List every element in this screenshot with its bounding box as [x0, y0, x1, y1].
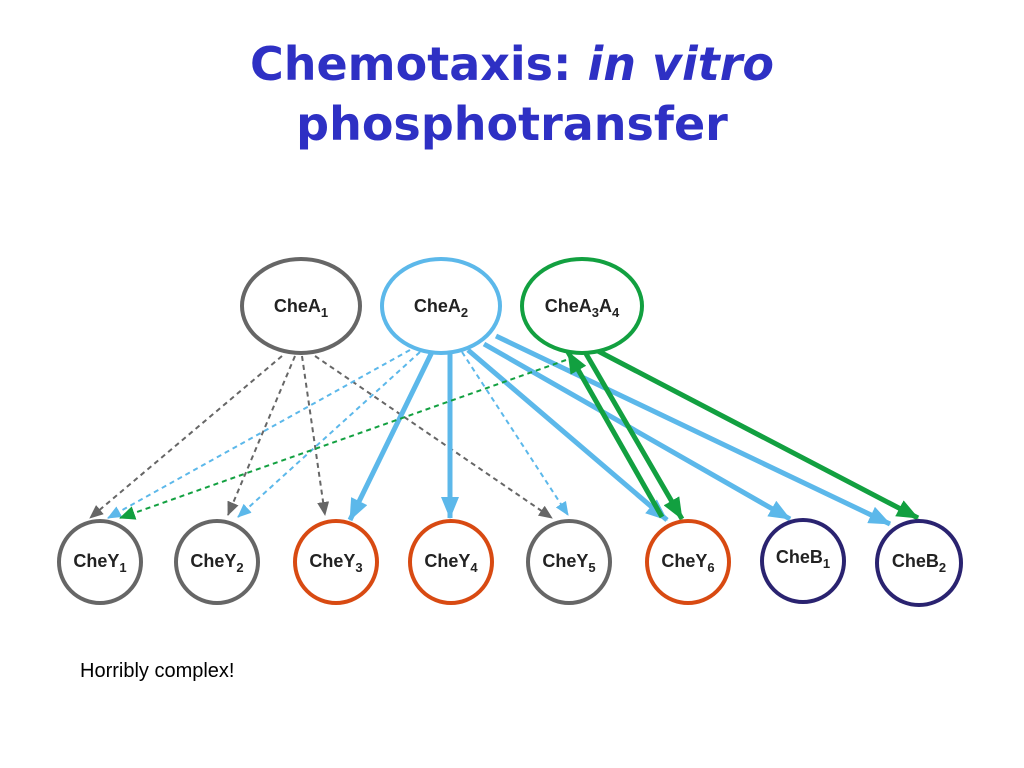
node-chey1-label: CheY [73, 551, 119, 571]
edge-chea1-chey3 [301, 355, 330, 516]
edge-chea3a4-cheb2 [594, 347, 920, 521]
node-chey5-label: CheY [542, 551, 588, 571]
node-chea3a4-sub: 3 [592, 305, 599, 320]
node-chey2-label: CheY [190, 551, 236, 571]
node-chey1-sub: 1 [119, 560, 126, 575]
node-chey5-sub: 5 [588, 560, 595, 575]
node-chey3-label: CheY [309, 551, 355, 571]
chea2-solid-edges [347, 333, 892, 527]
slide-title: Chemotaxis: in vitro phosphotransfer [0, 34, 1024, 154]
svg-text:CheY1: CheY1 [73, 551, 126, 575]
chea2-dashed-edges [107, 349, 569, 519]
svg-text:CheY6: CheY6 [661, 551, 714, 575]
node-chea2: CheA2 [380, 257, 502, 355]
node-cheb1-sub: 1 [823, 556, 830, 571]
svg-text:CheA3A4: CheA3A4 [545, 296, 620, 320]
node-chey6-label: CheY [661, 551, 707, 571]
edge-chea1-chey1 [89, 355, 283, 519]
node-chey2: CheY2 [174, 519, 260, 605]
svg-text:CheB2: CheB2 [892, 551, 946, 575]
edge-chea2-chey2 [237, 351, 421, 518]
node-chey4: CheY4 [408, 519, 494, 605]
edge-chea2-cheb2 [494, 333, 892, 527]
title-line-2: phosphotransfer [296, 97, 728, 151]
node-chea1-label: CheA [274, 296, 321, 316]
node-cheb2: CheB2 [875, 519, 963, 607]
node-cheb2-sub: 2 [939, 560, 946, 575]
node-chey4-sub: 4 [470, 560, 478, 575]
title-italic: in vitro [587, 37, 775, 91]
node-chea1-sub: 1 [321, 305, 328, 320]
svg-text:CheA1: CheA1 [274, 296, 328, 320]
node-chey4-label: CheY [424, 551, 470, 571]
svg-text:CheB1: CheB1 [776, 547, 830, 571]
node-chea3a4-label: CheA [545, 296, 592, 316]
node-cheb2-label: CheB [892, 551, 939, 571]
node-chea3a4-sub2: 4 [612, 305, 620, 320]
edge-chea3a4-chey6 [582, 350, 685, 521]
title-line-1: Chemotaxis: in vitro [0, 34, 1024, 94]
node-chey6: CheY6 [645, 519, 731, 605]
chea1-edges [89, 355, 553, 519]
edge-chea1-chey5 [314, 355, 553, 519]
svg-text:CheY3: CheY3 [309, 551, 362, 575]
edge-chea2-chey1 [107, 349, 411, 519]
edge-chea2-chey6 [466, 348, 669, 522]
node-chey3: CheY3 [293, 519, 379, 605]
edge-chey6-chea3a4 [565, 350, 665, 519]
edge-chea2-cheb1 [482, 341, 792, 522]
node-chea3a4: CheA3A4 [520, 257, 644, 355]
node-chey5: CheY5 [526, 519, 612, 605]
node-chea2-label: CheA [414, 296, 461, 316]
svg-text:CheY5: CheY5 [542, 551, 595, 575]
edge-chea3a4-chey1 [119, 359, 567, 520]
edge-chea1-chey2 [227, 355, 296, 516]
svg-text:CheY2: CheY2 [190, 551, 243, 575]
node-chey1: CheY1 [57, 519, 143, 605]
svg-text:CheA2: CheA2 [414, 296, 468, 320]
node-chey3-sub: 3 [355, 560, 362, 575]
node-chea1: CheA1 [240, 257, 362, 355]
node-chea3a4-label2: A [599, 296, 612, 316]
svg-text:CheY4: CheY4 [424, 551, 478, 575]
edge-chea2-chey5 [461, 351, 569, 516]
node-cheb1: CheB1 [760, 518, 846, 604]
title-plain: Chemotaxis: [249, 37, 588, 91]
edge-chea2-chey3 [347, 350, 435, 522]
node-cheb1-label: CheB [776, 547, 823, 567]
node-chey2-sub: 2 [236, 560, 243, 575]
node-chey6-sub: 6 [707, 560, 714, 575]
chea3a4-edges [119, 347, 920, 521]
note-text: Horribly complex! [80, 660, 235, 682]
node-chea2-sub: 2 [461, 305, 468, 320]
